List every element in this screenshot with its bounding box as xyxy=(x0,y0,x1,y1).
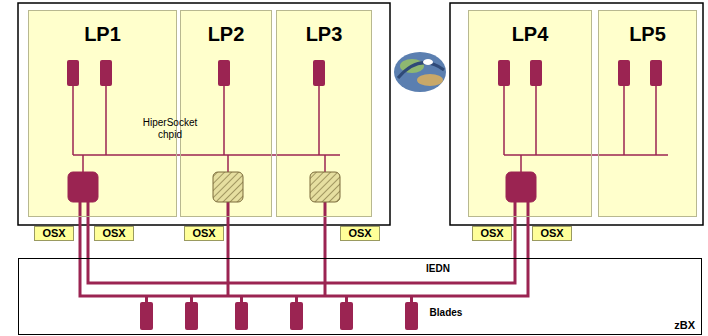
box-fill xyxy=(34,226,74,241)
network-router xyxy=(310,172,340,202)
box-fill xyxy=(276,10,372,217)
iedn-wire xyxy=(410,296,413,302)
virtual-server xyxy=(498,60,510,86)
virtual-server xyxy=(618,60,630,86)
box-fill xyxy=(184,226,224,241)
box-fill xyxy=(340,226,380,241)
hipersocket-wire xyxy=(73,154,340,156)
virtual-server xyxy=(100,60,112,86)
adapter-name: OSX xyxy=(35,227,73,240)
partition-box: LP3 xyxy=(276,10,372,217)
adapter-box: OSX xyxy=(184,226,224,241)
extension-name: zBX xyxy=(674,319,695,331)
blade-server xyxy=(340,302,353,330)
adapter-name: OSX xyxy=(533,227,571,240)
adapter-box: OSX xyxy=(94,226,134,241)
hipersocket-wire xyxy=(535,86,537,155)
hipersocket-wire xyxy=(82,155,84,172)
box-fill xyxy=(28,10,177,217)
iedn-wire xyxy=(295,296,298,302)
network-router xyxy=(68,172,98,202)
partition-name: LP5 xyxy=(599,23,696,45)
network-router xyxy=(213,172,243,202)
virtual-server xyxy=(218,60,230,86)
partition-box: LP2 xyxy=(180,10,272,217)
iedn-wire xyxy=(145,296,148,302)
virtual-server xyxy=(530,60,542,86)
partition-name: LP2 xyxy=(181,23,271,45)
partition-box: LP1 xyxy=(28,10,177,217)
iedn-wire xyxy=(345,296,348,302)
adapter-box: OSX xyxy=(340,226,380,241)
hipersocket-wire xyxy=(520,155,522,172)
partition-name: LP4 xyxy=(469,23,591,45)
hipersocket-wire xyxy=(324,155,326,172)
hipersocket-wire xyxy=(105,86,107,155)
partition-name: LP3 xyxy=(277,23,371,45)
network-label: IEDN xyxy=(418,263,458,275)
blade-server xyxy=(290,302,303,330)
adapter-name: OSX xyxy=(473,227,511,240)
hipersocket-wire xyxy=(227,155,229,172)
adapter-box: OSX xyxy=(532,226,572,241)
hipersocket-wire xyxy=(655,86,657,155)
adapter-name: OSX xyxy=(341,227,379,240)
iedn-wire xyxy=(240,296,243,302)
hipersocket-label: HiperSocket chpid xyxy=(130,117,210,141)
partition-box: LP4 xyxy=(468,10,592,217)
network-router xyxy=(506,172,536,202)
virtual-server xyxy=(67,60,79,86)
box-fill xyxy=(472,226,512,241)
extension-box: zBX xyxy=(18,258,702,335)
adapter-box: OSX xyxy=(472,226,512,241)
adapter-box: OSX xyxy=(34,226,74,241)
box-fill xyxy=(94,226,134,241)
blades-label: Blades xyxy=(424,307,468,319)
adapter-name: OSX xyxy=(95,227,133,240)
partition-name: LP1 xyxy=(29,23,176,45)
adapter-name: OSX xyxy=(185,227,223,240)
blade-server xyxy=(140,302,153,330)
virtual-server xyxy=(313,60,325,86)
hipersocket-wire xyxy=(503,86,505,155)
blade-server xyxy=(405,302,418,330)
blade-server xyxy=(235,302,248,330)
hipersocket-wire xyxy=(318,86,320,155)
box-fill xyxy=(468,10,592,217)
virtual-server xyxy=(650,60,662,86)
box-fill xyxy=(532,226,572,241)
hipersocket-wire xyxy=(72,86,74,155)
iedn-wire xyxy=(190,296,193,302)
cpc-frame xyxy=(450,3,703,225)
network-cloud xyxy=(394,52,446,92)
cpc-frame xyxy=(18,3,390,225)
hipersocket-wire xyxy=(223,86,225,155)
box-fill xyxy=(598,10,697,217)
partition-box: LP5 xyxy=(598,10,697,217)
box-fill xyxy=(180,10,272,217)
iedn-wire xyxy=(88,202,515,283)
blade-server xyxy=(185,302,198,330)
hipersocket-wire xyxy=(504,154,668,156)
hipersocket-wire xyxy=(623,86,625,155)
